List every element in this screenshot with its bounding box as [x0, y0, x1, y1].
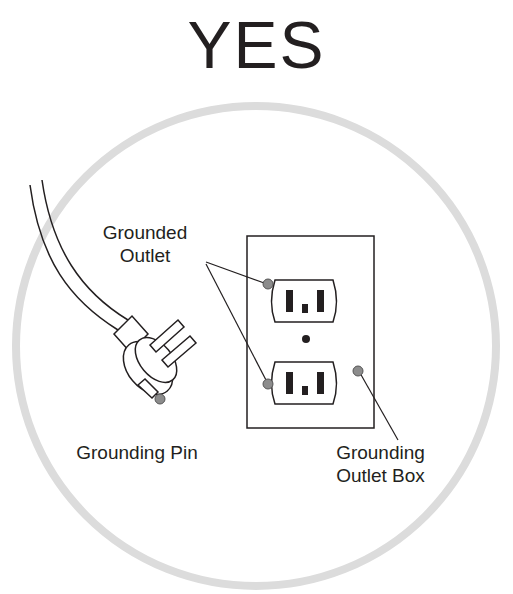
ground-dot	[263, 279, 273, 289]
screw	[302, 335, 310, 343]
outlet-plate	[247, 236, 374, 428]
cord	[30, 185, 118, 330]
part-label: Grounding Pin	[72, 442, 202, 465]
frame-circle	[16, 106, 496, 586]
part-label: Grounding Outlet Box	[318, 442, 443, 488]
leader-line	[206, 264, 267, 382]
ground-dot	[353, 366, 363, 376]
ground-dot	[263, 379, 273, 389]
plug	[113, 316, 196, 404]
grounding-pin-dot	[155, 394, 165, 404]
leader-line	[360, 373, 398, 440]
part-label: Grounded Outlet	[84, 222, 206, 268]
receptacle	[272, 280, 337, 322]
receptacle	[272, 362, 337, 404]
title: YES	[0, 12, 513, 78]
cord	[42, 180, 128, 320]
